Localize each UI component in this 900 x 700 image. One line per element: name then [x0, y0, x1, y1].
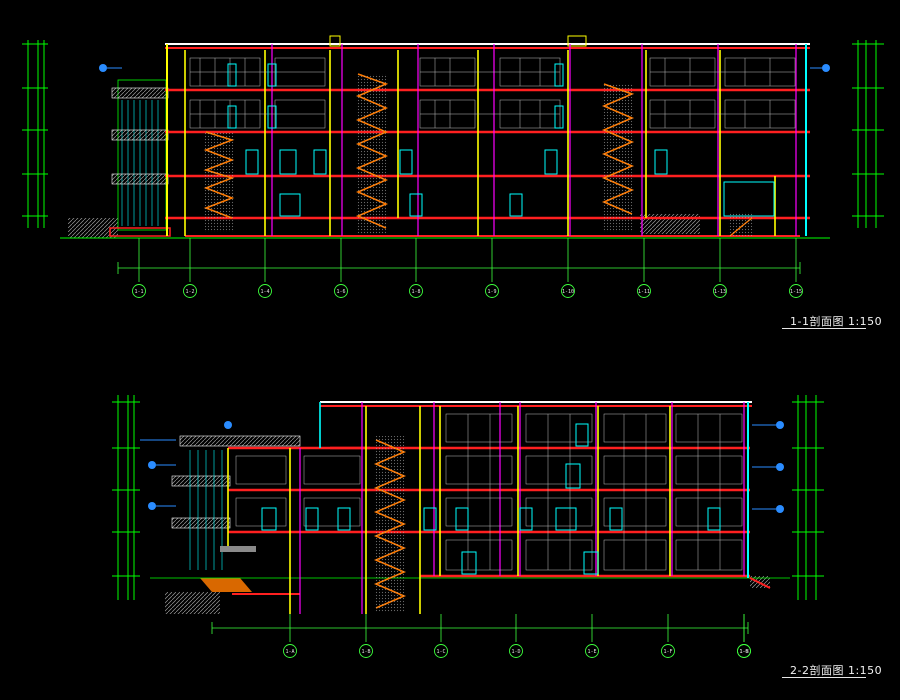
right-elevation-scale — [852, 40, 884, 228]
terrace-stack-2 — [171, 435, 301, 570]
section-1-1: 1-1 1-2 1-4 1-6 1-8 1-9 1-10 1-11 1-13 1-15 — [22, 35, 884, 298]
axis-bubble — [637, 284, 651, 298]
axis-markers-1-1: 1-1 1-2 1-4 1-6 1-8 1-9 1-10 1-11 1-13 1-15 — [132, 238, 803, 298]
building-1-1 — [99, 35, 830, 237]
axis-label: 1-F — [663, 649, 672, 655]
building-2-2 — [140, 401, 784, 614]
axis-label: 1-B — [361, 649, 370, 655]
axis-label: 1-G — [739, 649, 748, 655]
axis-markers-2-2: 1-A 1-B 1-C 1-D 1-E 1-F 1-G1-H — [283, 614, 751, 658]
section-title-1-1: 1-1剖面图 1:150 — [790, 315, 883, 328]
section-title-2-2: 2-2剖面图 1:150 — [790, 664, 883, 677]
axis-label: 1-9 — [487, 289, 496, 295]
axis-label: 1-10 — [562, 289, 574, 295]
axis-bubble — [713, 284, 727, 298]
axis-label: 1-E — [587, 649, 596, 655]
axis-label: 1-C — [436, 649, 445, 655]
axis-bubble — [258, 284, 272, 298]
axis-bubble — [359, 644, 373, 658]
axis-label: 1-1 — [134, 289, 143, 295]
axis-bubble — [434, 644, 448, 658]
axis-bubble — [183, 284, 197, 298]
axis-bubble — [661, 644, 675, 658]
axis-label: 1-H — [739, 649, 748, 655]
dimension-line-1 — [117, 262, 801, 274]
dimension-line-2 — [211, 622, 749, 634]
left-balcony-stack — [109, 79, 171, 237]
axis-bubble — [334, 284, 348, 298]
axis-bubble — [737, 644, 751, 658]
ground-hatch — [68, 218, 118, 238]
right-elevation-scale-2 — [792, 395, 824, 600]
axis-bubble — [485, 284, 499, 298]
axis-label: 1-15 — [790, 289, 802, 295]
axis-bubble — [132, 284, 146, 298]
axis-bubble — [561, 284, 575, 298]
title-underline-2-2 — [782, 677, 866, 678]
axis-label: 1-13 — [714, 289, 726, 295]
axis-label: 1-6 — [336, 289, 345, 295]
axis-label: 1-D — [511, 649, 520, 655]
axis-bubble — [283, 644, 297, 658]
axis-label: 1-11 — [638, 289, 650, 295]
left-elevation-scale-2 — [112, 395, 140, 600]
axis-label: 1-8 — [411, 289, 420, 295]
title-underline-1-1 — [782, 328, 866, 329]
axis-label: 1-4 — [260, 289, 269, 295]
axis-label: 1-2 — [185, 289, 194, 295]
axis-bubble — [789, 284, 803, 298]
axis-bubble — [585, 644, 599, 658]
axis-bubble — [409, 284, 423, 298]
section-2-2: 1-A 1-B 1-C 1-D 1-E 1-F 1-G1-H — [112, 395, 824, 658]
axis-bubble — [509, 644, 523, 658]
axis-label: 1-A — [285, 649, 294, 655]
left-elevation-scale — [22, 40, 48, 228]
